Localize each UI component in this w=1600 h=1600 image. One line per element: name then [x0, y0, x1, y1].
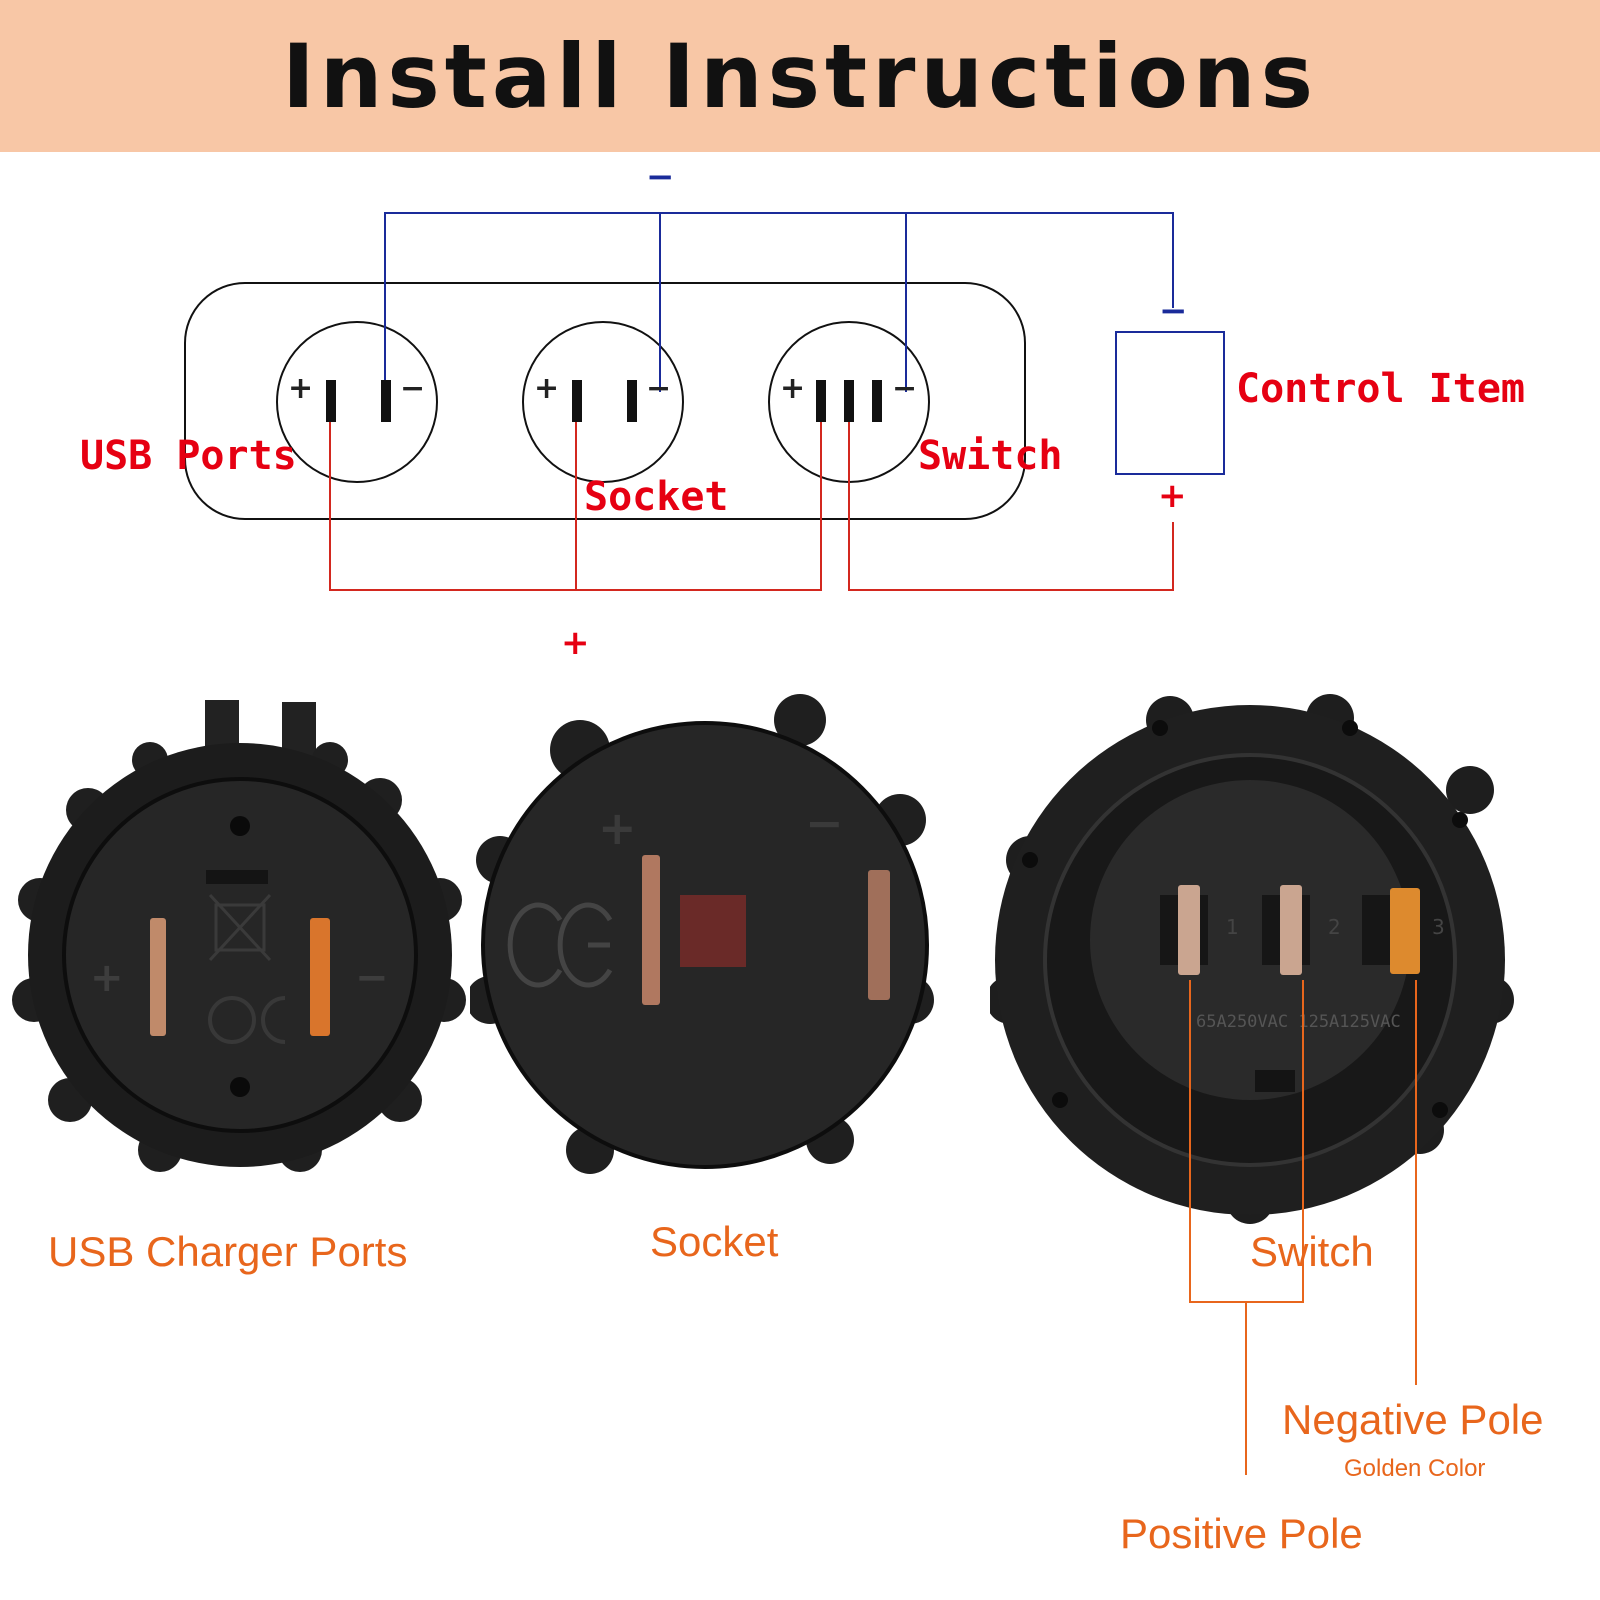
switch-pin-number-3: 3: [1432, 915, 1445, 939]
switch-terminal-1: [816, 380, 826, 422]
socket-minus-mark: −: [646, 371, 672, 406]
positive-wires: [329, 422, 1174, 591]
positive-pole-label: Positive Pole: [1120, 1510, 1363, 1557]
usb-photo-plus-mark: +: [90, 955, 124, 1001]
switch-label: Switch: [918, 433, 1063, 479]
usb-positive-terminal: [326, 380, 336, 422]
socket-plus-mark: +: [534, 371, 560, 406]
usb-bin-symbol: [208, 893, 272, 962]
negative-wires: [384, 212, 1174, 392]
switch-pin-3: [1390, 888, 1420, 974]
socket-label: Socket: [584, 474, 729, 520]
socket-photo-minus-mark: −: [805, 796, 844, 850]
usb-inner-ring: [62, 777, 418, 1133]
switch-photo: [990, 694, 1514, 1224]
switch-minus-mark: −: [892, 371, 918, 406]
control-negative-sign: −: [1159, 291, 1188, 331]
wiring-diagram: [184, 212, 1225, 591]
socket-negative-terminal: [627, 380, 637, 422]
socket-caption: Socket: [650, 1218, 779, 1265]
usb-negative-pin: [310, 918, 330, 1036]
socket-ce-mark: [507, 902, 563, 988]
switch-screw-holes: [1022, 720, 1468, 1118]
usb-minus-mark: −: [400, 371, 426, 406]
switch-rating-text: 65A250VAC 125A125VAC: [1196, 1012, 1401, 1032]
switch-caption: Switch: [1250, 1228, 1374, 1275]
switch-pin-2: [1280, 885, 1302, 975]
switch-plus-mark: +: [780, 371, 806, 406]
switch-terminal-3: [872, 380, 882, 422]
switch-pin-number-2: 2: [1328, 915, 1341, 939]
switch-terminal-2: [844, 380, 854, 422]
control-item-box: [1115, 331, 1225, 475]
golden-color-note: Golden Color: [1344, 1455, 1486, 1482]
switch-pin-1: [1178, 885, 1200, 975]
usb-plus-mark: +: [288, 371, 314, 406]
control-item-label: Control Item: [1236, 366, 1525, 412]
usb-ports-label: USB Ports: [80, 433, 297, 479]
socket-negative-pin: [868, 870, 890, 1000]
switch-pin-number-1: 1: [1226, 915, 1239, 939]
top-negative-sign: −: [646, 157, 675, 197]
page-title: Install Instructions: [282, 24, 1318, 128]
usb-charger-photo: [12, 700, 466, 1172]
usb-negative-terminal: [381, 380, 391, 422]
socket-positive-terminal: [572, 380, 582, 422]
negative-pole-label: Negative Pole: [1282, 1396, 1544, 1443]
socket-terminal-circle: [522, 321, 684, 483]
header-banner: Install Instructions: [0, 0, 1600, 152]
switch-inner-face: [1090, 780, 1410, 1100]
usb-photo-minus-mark: −: [355, 955, 389, 1001]
usb-positive-pin: [150, 918, 166, 1036]
socket-center-square: [680, 895, 746, 967]
bottom-positive-sign: +: [561, 623, 590, 663]
socket-positive-pin: [642, 855, 660, 1005]
socket-photo: [470, 694, 934, 1174]
usb-charger-caption: USB Charger Ports: [48, 1228, 408, 1275]
terminal-bars: [326, 380, 882, 422]
control-positive-sign: +: [1158, 476, 1187, 516]
usb-terminal-circle: [276, 321, 438, 483]
socket-photo-plus-mark: +: [598, 801, 637, 855]
panel-outline: [184, 282, 1026, 520]
